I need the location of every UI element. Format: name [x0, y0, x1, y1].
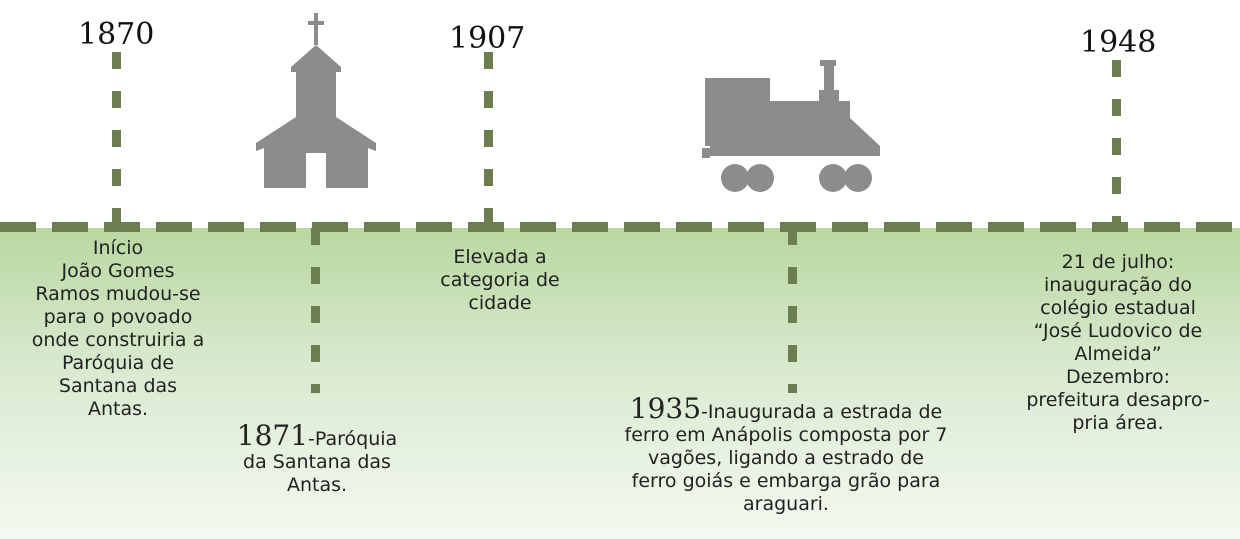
- tick-1948: [1112, 60, 1121, 224]
- event-1870: Início João Gomes Ramos mudou-se para o …: [31, 237, 205, 420]
- event-1948: 21 de julho: inauguração do colégio esta…: [1026, 251, 1210, 434]
- cross-vertical: [314, 13, 318, 45]
- green-band: [0, 228, 1240, 539]
- timeline-axis: [0, 222, 1240, 232]
- event-1935-year: 1935: [629, 392, 702, 425]
- wheel: [844, 164, 872, 192]
- frame: [710, 146, 880, 158]
- dome: [819, 90, 839, 102]
- frame-stripe: [710, 156, 880, 158]
- tick-1935: [788, 228, 797, 393]
- event-1935-text: -Inaugurada a estrada de ferro em Anápol…: [624, 401, 948, 515]
- event-1935: 1935-Inaugurada a estrada de ferro em An…: [562, 395, 1010, 516]
- smokestack: [824, 65, 834, 91]
- year-1948: 1948: [1080, 25, 1157, 60]
- event-1871-year: 1871: [236, 419, 309, 452]
- cowcatcher: [850, 118, 880, 146]
- church-icon: [256, 13, 376, 188]
- wheel: [819, 164, 847, 192]
- event-1871-text: -Paróquia da Santana das Antas.: [243, 428, 398, 496]
- locomotive-icon: [702, 60, 880, 192]
- year-1907: 1907: [449, 21, 526, 56]
- smokestack-cap: [820, 60, 836, 66]
- tick-1907: [484, 52, 493, 224]
- boiler: [770, 101, 850, 146]
- wheel: [746, 164, 774, 192]
- cross-horizontal: [308, 21, 324, 25]
- tick-1871: [311, 228, 320, 393]
- steeple: [291, 45, 341, 117]
- nave: [256, 117, 376, 188]
- wheel: [721, 164, 749, 192]
- cab: [705, 78, 770, 146]
- buffer: [702, 148, 710, 158]
- year-1870: 1870: [78, 17, 155, 52]
- tick-1870: [112, 52, 121, 224]
- event-1871: 1871-Paróquia da Santana das Antas.: [212, 422, 422, 497]
- event-1907: Elevada a categoria de cidade: [440, 246, 560, 314]
